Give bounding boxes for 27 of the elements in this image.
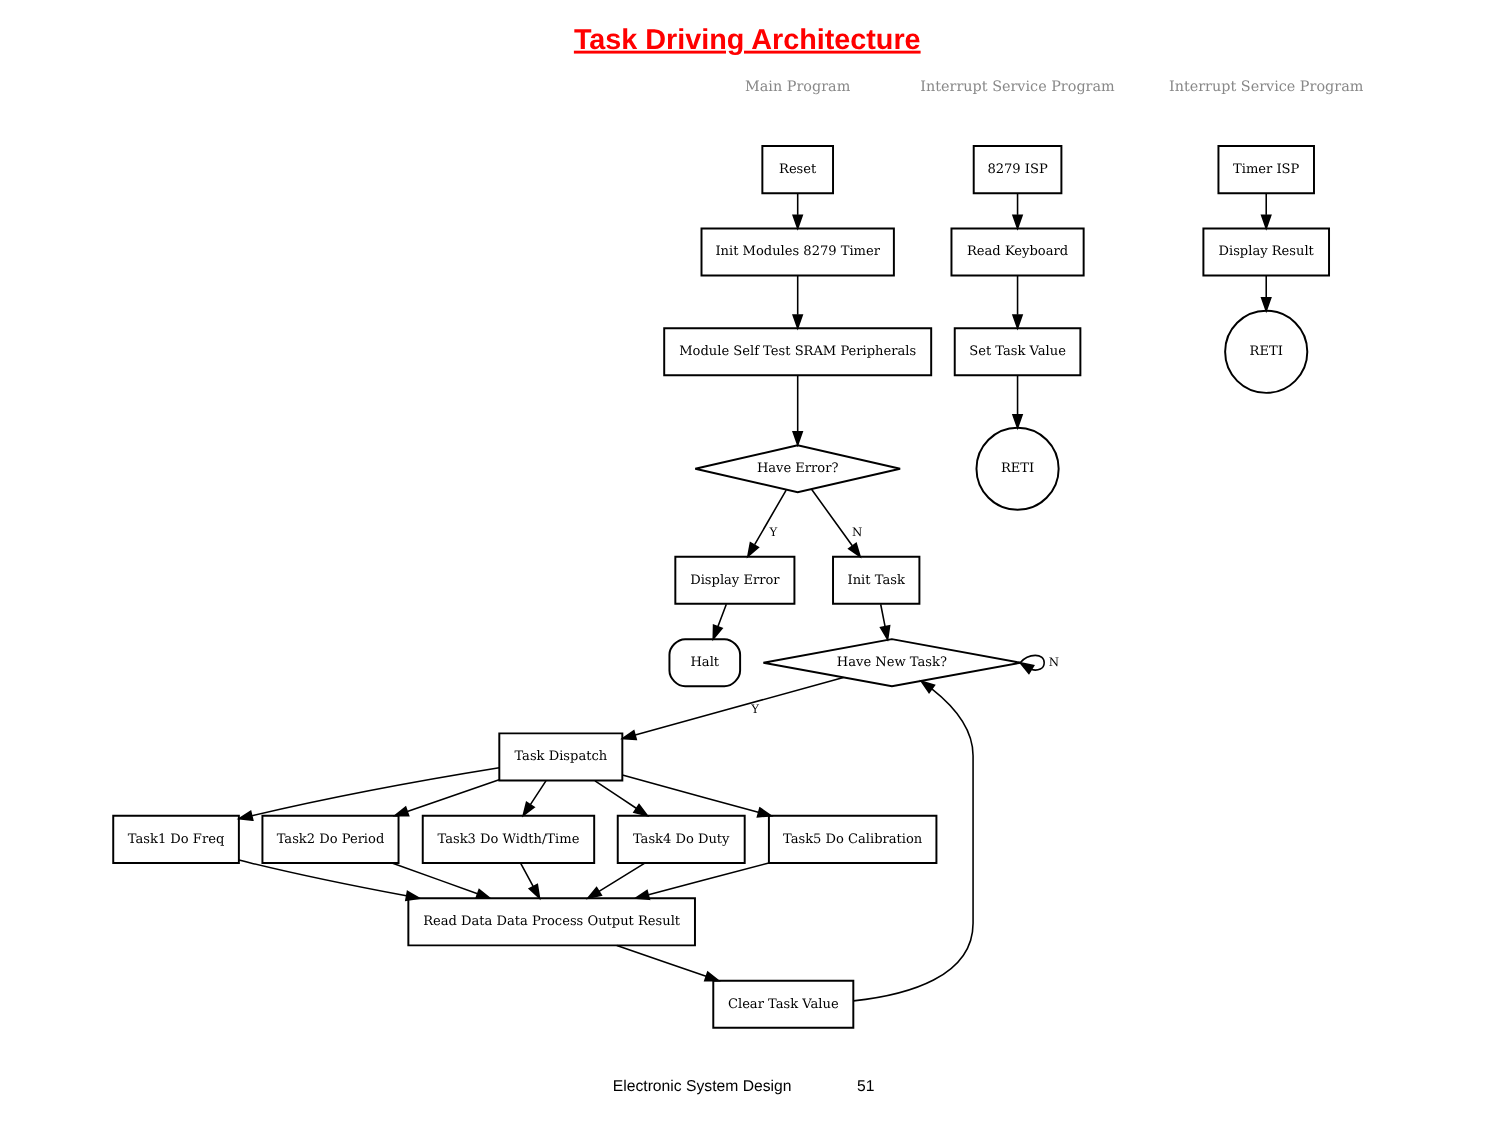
arrow: [621, 774, 774, 818]
arrow: [792, 192, 804, 231]
arrow: [236, 766, 500, 822]
arrow: [519, 862, 541, 901]
arrow: [585, 862, 646, 900]
arrow: [1260, 192, 1272, 231]
arrow: [594, 780, 650, 817]
arrow: [1011, 275, 1024, 331]
arrow: [238, 859, 422, 902]
arrow: [1011, 374, 1024, 431]
arrow: [852, 679, 974, 1002]
diagram-title: Task Driving Architecture: [573, 24, 921, 57]
arrow: [616, 944, 721, 982]
arrow: [1011, 192, 1024, 231]
arrow: [792, 374, 804, 448]
arrow: [1260, 275, 1272, 314]
arrow: [633, 862, 770, 901]
arrow: [746, 489, 787, 559]
arrow: [391, 862, 493, 900]
arrow: [810, 488, 862, 559]
arrow: [879, 603, 891, 642]
arrow: [792, 275, 804, 331]
arrow: [392, 778, 500, 817]
arrow: [521, 780, 547, 818]
arrow: [712, 603, 728, 642]
arrow: [1018, 654, 1045, 675]
arrow: [620, 676, 845, 741]
